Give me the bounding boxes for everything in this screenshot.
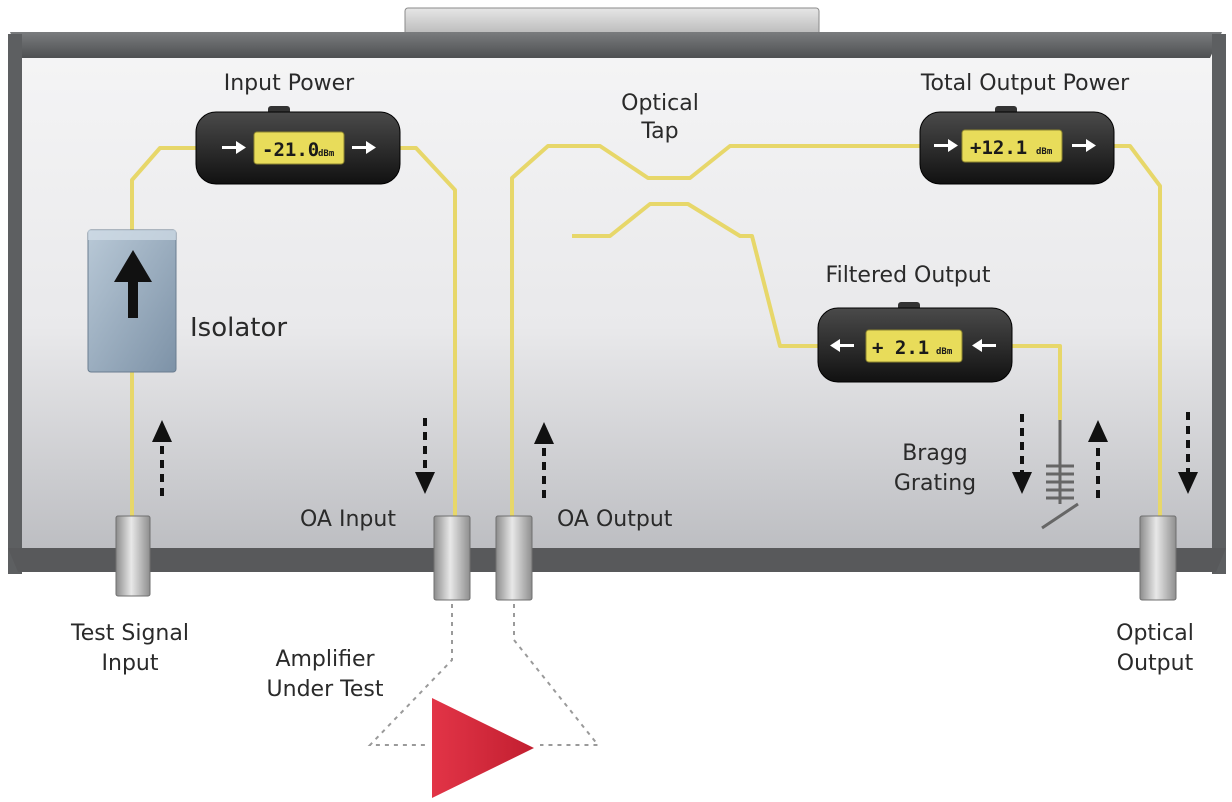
fiber-bragg-path xyxy=(1005,344,1062,420)
oa-output-port[interactable] xyxy=(495,515,533,601)
amplifier-fiber-dotted xyxy=(367,604,601,746)
meter-lcd-display xyxy=(865,329,963,363)
dashed-arrow-down-icon xyxy=(1178,412,1198,494)
isolator-label: Isolator xyxy=(190,313,287,343)
oa-output-label: OA Output xyxy=(557,507,673,532)
meter-lcd-display xyxy=(253,131,345,165)
test-signal-input-port[interactable] xyxy=(115,515,151,597)
arrow-left-icon xyxy=(830,339,854,352)
port-connectors xyxy=(115,515,1177,601)
dashed-arrow-down-icon xyxy=(1012,414,1032,494)
chassis-top-bevel xyxy=(10,32,1222,58)
test-signal-input-label-line1: Test Signal xyxy=(70,621,189,646)
dashed-arrow-up-icon xyxy=(534,422,554,498)
arrow-right-icon xyxy=(222,141,246,154)
optical-output-port[interactable] xyxy=(1139,515,1177,601)
amplifier-under-test-icon xyxy=(432,698,534,798)
amplifier-under-test-label-line1: Amplifier xyxy=(275,647,375,672)
arrow-left-icon xyxy=(972,339,996,352)
dashed-arrow-up-icon xyxy=(152,420,172,496)
input-power-label: Input Power xyxy=(224,71,355,96)
isolator-component xyxy=(87,229,177,373)
filtered-output-unit: dBm xyxy=(936,347,953,357)
fiber-tap-main-path xyxy=(510,144,925,520)
arrow-right-icon xyxy=(352,141,376,154)
test-signal-input-label-line2: Input xyxy=(102,651,159,676)
total-output-reading: +12.1 xyxy=(970,137,1027,159)
optical-tap-label-line2: Tap xyxy=(640,119,678,144)
bragg-grating-icon xyxy=(1041,420,1079,530)
fiber-optical-output-path xyxy=(1110,144,1162,520)
amplifier-under-test-label-line2: Under Test xyxy=(267,677,384,702)
chassis-right-rail xyxy=(1212,34,1226,574)
meter-lcd-display xyxy=(961,129,1063,163)
fiber-tap-branch-path xyxy=(572,202,825,348)
filtered-output-label: Filtered Output xyxy=(826,263,991,288)
bragg-grating-label-line2: Grating xyxy=(894,471,976,496)
oa-input-port[interactable] xyxy=(433,515,471,601)
bragg-grating-label-line1: Bragg xyxy=(902,441,968,466)
input-power-unit: dBm xyxy=(318,149,335,159)
arrow-up-icon xyxy=(114,250,152,318)
dashed-arrow-up-icon xyxy=(1088,420,1108,498)
optical-output-label-line2: Output xyxy=(1117,651,1194,676)
total-output-power-label: Total Output Power xyxy=(920,71,1130,96)
dashed-arrow-down-icon xyxy=(415,418,435,494)
arrow-right-icon xyxy=(934,139,958,152)
total-output-unit: dBm xyxy=(1036,147,1053,157)
chassis-left-rail xyxy=(8,34,22,574)
isolator-highlight xyxy=(88,230,176,240)
oa-input-label: OA Input xyxy=(300,507,396,532)
total-output-meter: +12.1 dBm xyxy=(919,106,1115,185)
optical-output-label-line1: Optical xyxy=(1116,621,1194,646)
chassis-bottom-bevel xyxy=(8,548,1226,572)
arrow-right-icon xyxy=(1072,139,1096,152)
input-power-meter: -21.0 dBm xyxy=(195,106,401,185)
optical-tap-label-line1: Optical xyxy=(621,91,699,116)
input-power-reading: -21.0 xyxy=(262,139,319,161)
filtered-output-meter: + 2.1 dBm xyxy=(817,302,1013,383)
fiber-oa-input-path xyxy=(390,146,457,520)
signal-direction-arrows xyxy=(152,412,1198,498)
filtered-output-reading: + 2.1 xyxy=(872,337,929,359)
